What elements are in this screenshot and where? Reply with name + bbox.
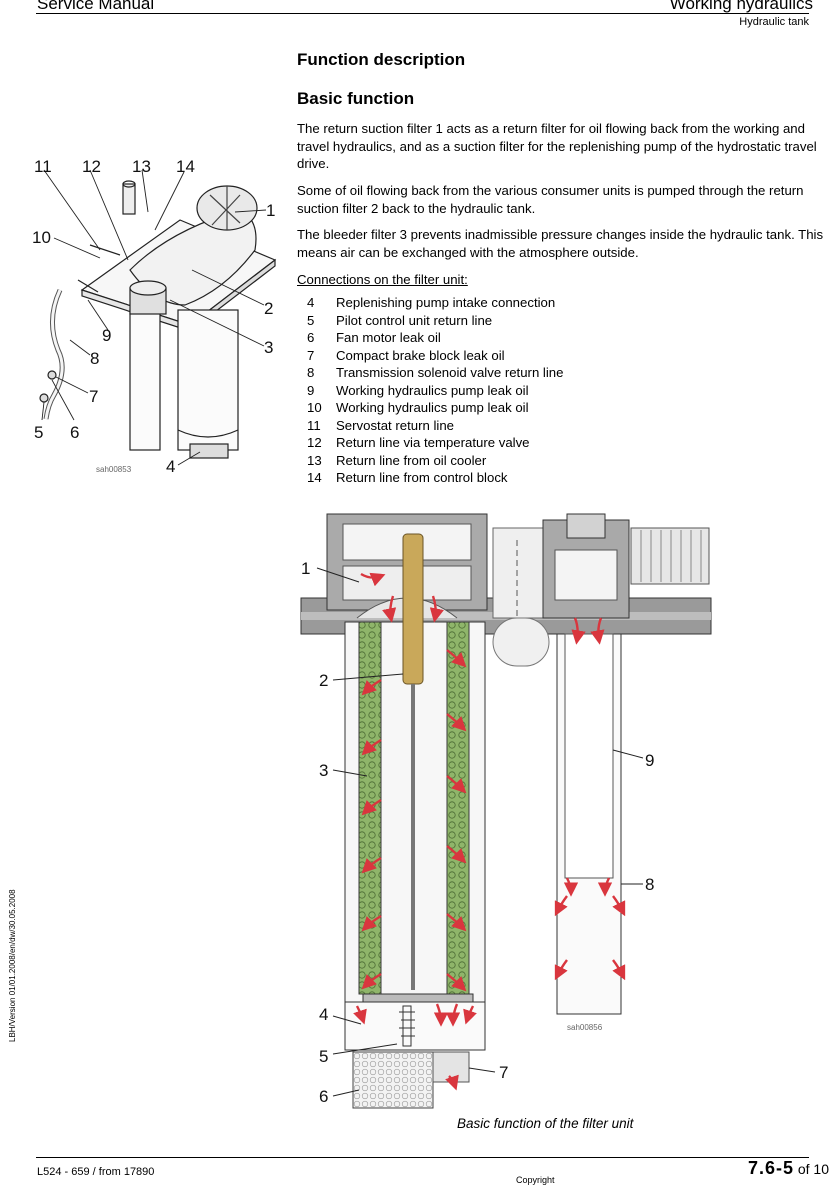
page-number: 7.6-5 (747, 1158, 794, 1178)
subsection-heading: Basic function (297, 89, 415, 108)
callout-label: 9 (102, 326, 111, 345)
callout-label: 1 (301, 559, 310, 578)
header-subsection: Hydraulic tank (739, 16, 809, 28)
list-item-label: Return line from oil cooler (336, 452, 487, 468)
figure-code: sah00853 (96, 465, 132, 474)
paragraph-return-filter: The return suction filter 1 acts as a re… (297, 121, 817, 171)
list-item: 7 Compact brake block leak oil (307, 347, 563, 365)
list-item-label: Replenishing pump intake connection (336, 295, 556, 310)
callout-label: 6 (319, 1087, 328, 1106)
list-item: 8 Transmission solenoid valve return line (307, 364, 563, 382)
footer-copyright: Copyright (516, 1175, 555, 1185)
header-manual-title: Service Manual (37, 0, 155, 13)
list-item: 12 Return line via temperature valve (307, 434, 563, 452)
list-item-number: 7 (307, 347, 315, 363)
callout-label: 5 (319, 1047, 328, 1066)
callout-label: 7 (499, 1063, 508, 1082)
list-item-number: 5 (307, 312, 315, 328)
callout-label: 4 (319, 1005, 328, 1024)
list-item-label: Return line from control block (336, 470, 508, 485)
list-item-label: Working hydraulics pump leak oil (336, 382, 529, 398)
callout-label: 6 (70, 423, 79, 442)
footer-model: L524 - 659 / from 17890 (37, 1166, 155, 1178)
list-item: 5 Pilot control unit return line (307, 312, 563, 330)
connections-heading: Connections on the filter unit: (297, 272, 468, 287)
list-item-number: 14 (307, 470, 322, 485)
list-item-label: Working hydraulics pump leak oil (336, 400, 529, 415)
list-item: 14 Return line from control block (307, 469, 563, 487)
list-item: 6 Fan motor leak oil (307, 329, 563, 347)
list-item: 11 Servostat return line (307, 417, 563, 435)
callout-label: 4 (166, 457, 175, 476)
callout-label: 9 (645, 751, 654, 770)
list-item: 9 Working hydraulics pump leak oil (307, 382, 563, 400)
list-item-label: Compact brake block leak oil (336, 347, 505, 363)
callout-label: 2 (319, 671, 328, 690)
list-item-number: 4 (307, 295, 315, 310)
list-item: 13 Return line from oil cooler (307, 452, 563, 470)
list-item: 4 Replenishing pump intake connection (307, 294, 563, 312)
filter-cross-section: 1 2 3 4 5 6 7 8 9 sah00856 (300, 513, 712, 1109)
footer-page-number: 7.6-5 of 10 (748, 1158, 829, 1179)
callout-label: 2 (264, 299, 273, 318)
header-section-title: Working hydraulics (669, 0, 813, 13)
list-item-number: 6 (307, 330, 315, 345)
figure-code: sah00856 (567, 1023, 603, 1032)
connections-list: 4 Replenishing pump intake connection 5 Pi… (307, 294, 563, 487)
list-item-label: Fan motor leak oil (336, 330, 441, 345)
list-item-number: 13 (307, 452, 322, 468)
list-item-label: Transmission solenoid valve return line (336, 365, 564, 380)
list-item-label: Return line via temperature valve (336, 435, 530, 450)
callout-label: 5 (34, 423, 43, 442)
list-item-label: Pilot control unit return line (336, 312, 493, 328)
callout-label: 13 (132, 157, 151, 176)
callout-label: 14 (176, 157, 195, 176)
callout-label: 7 (89, 387, 98, 406)
version-stamp: LBH/Version 01/01.2008/en/dw/30.05.2008 (8, 889, 17, 1042)
list-item-number: 9 (307, 382, 315, 398)
list-item-label: Servostat return line (336, 417, 455, 433)
paragraph-return-flow: Some of oil flowing back from the variou… (297, 183, 804, 216)
list-item: 10 Working hydraulics pump leak oil (307, 399, 563, 417)
filter-unit-illustration: 11 12 13 14 1 10 2 9 3 8 7 5 6 4 sah0085… (32, 157, 277, 476)
paragraph-bleeder-filter: The bleeder filter 3 prevents inadmissib… (297, 227, 824, 260)
list-item-number: 10 (307, 400, 322, 415)
list-item-number: 8 (307, 365, 315, 380)
callout-label: 1 (266, 201, 275, 220)
callout-label: 12 (82, 157, 101, 176)
figure-caption: Basic function of the filter unit (457, 1116, 634, 1131)
callout-label: 8 (90, 349, 99, 368)
list-item-number: 12 (307, 435, 322, 450)
callout-label: 10 (32, 228, 51, 247)
section-heading: Function description (297, 50, 466, 69)
footer-rule (36, 1157, 809, 1158)
callout-label: 3 (319, 761, 328, 780)
callout-label: 8 (645, 875, 654, 894)
header-rule (36, 13, 809, 14)
page-total: of 10 (793, 1161, 829, 1177)
callout-label: 3 (264, 338, 273, 357)
callout-label: 11 (34, 157, 52, 176)
list-item-number: 11 (307, 417, 321, 433)
